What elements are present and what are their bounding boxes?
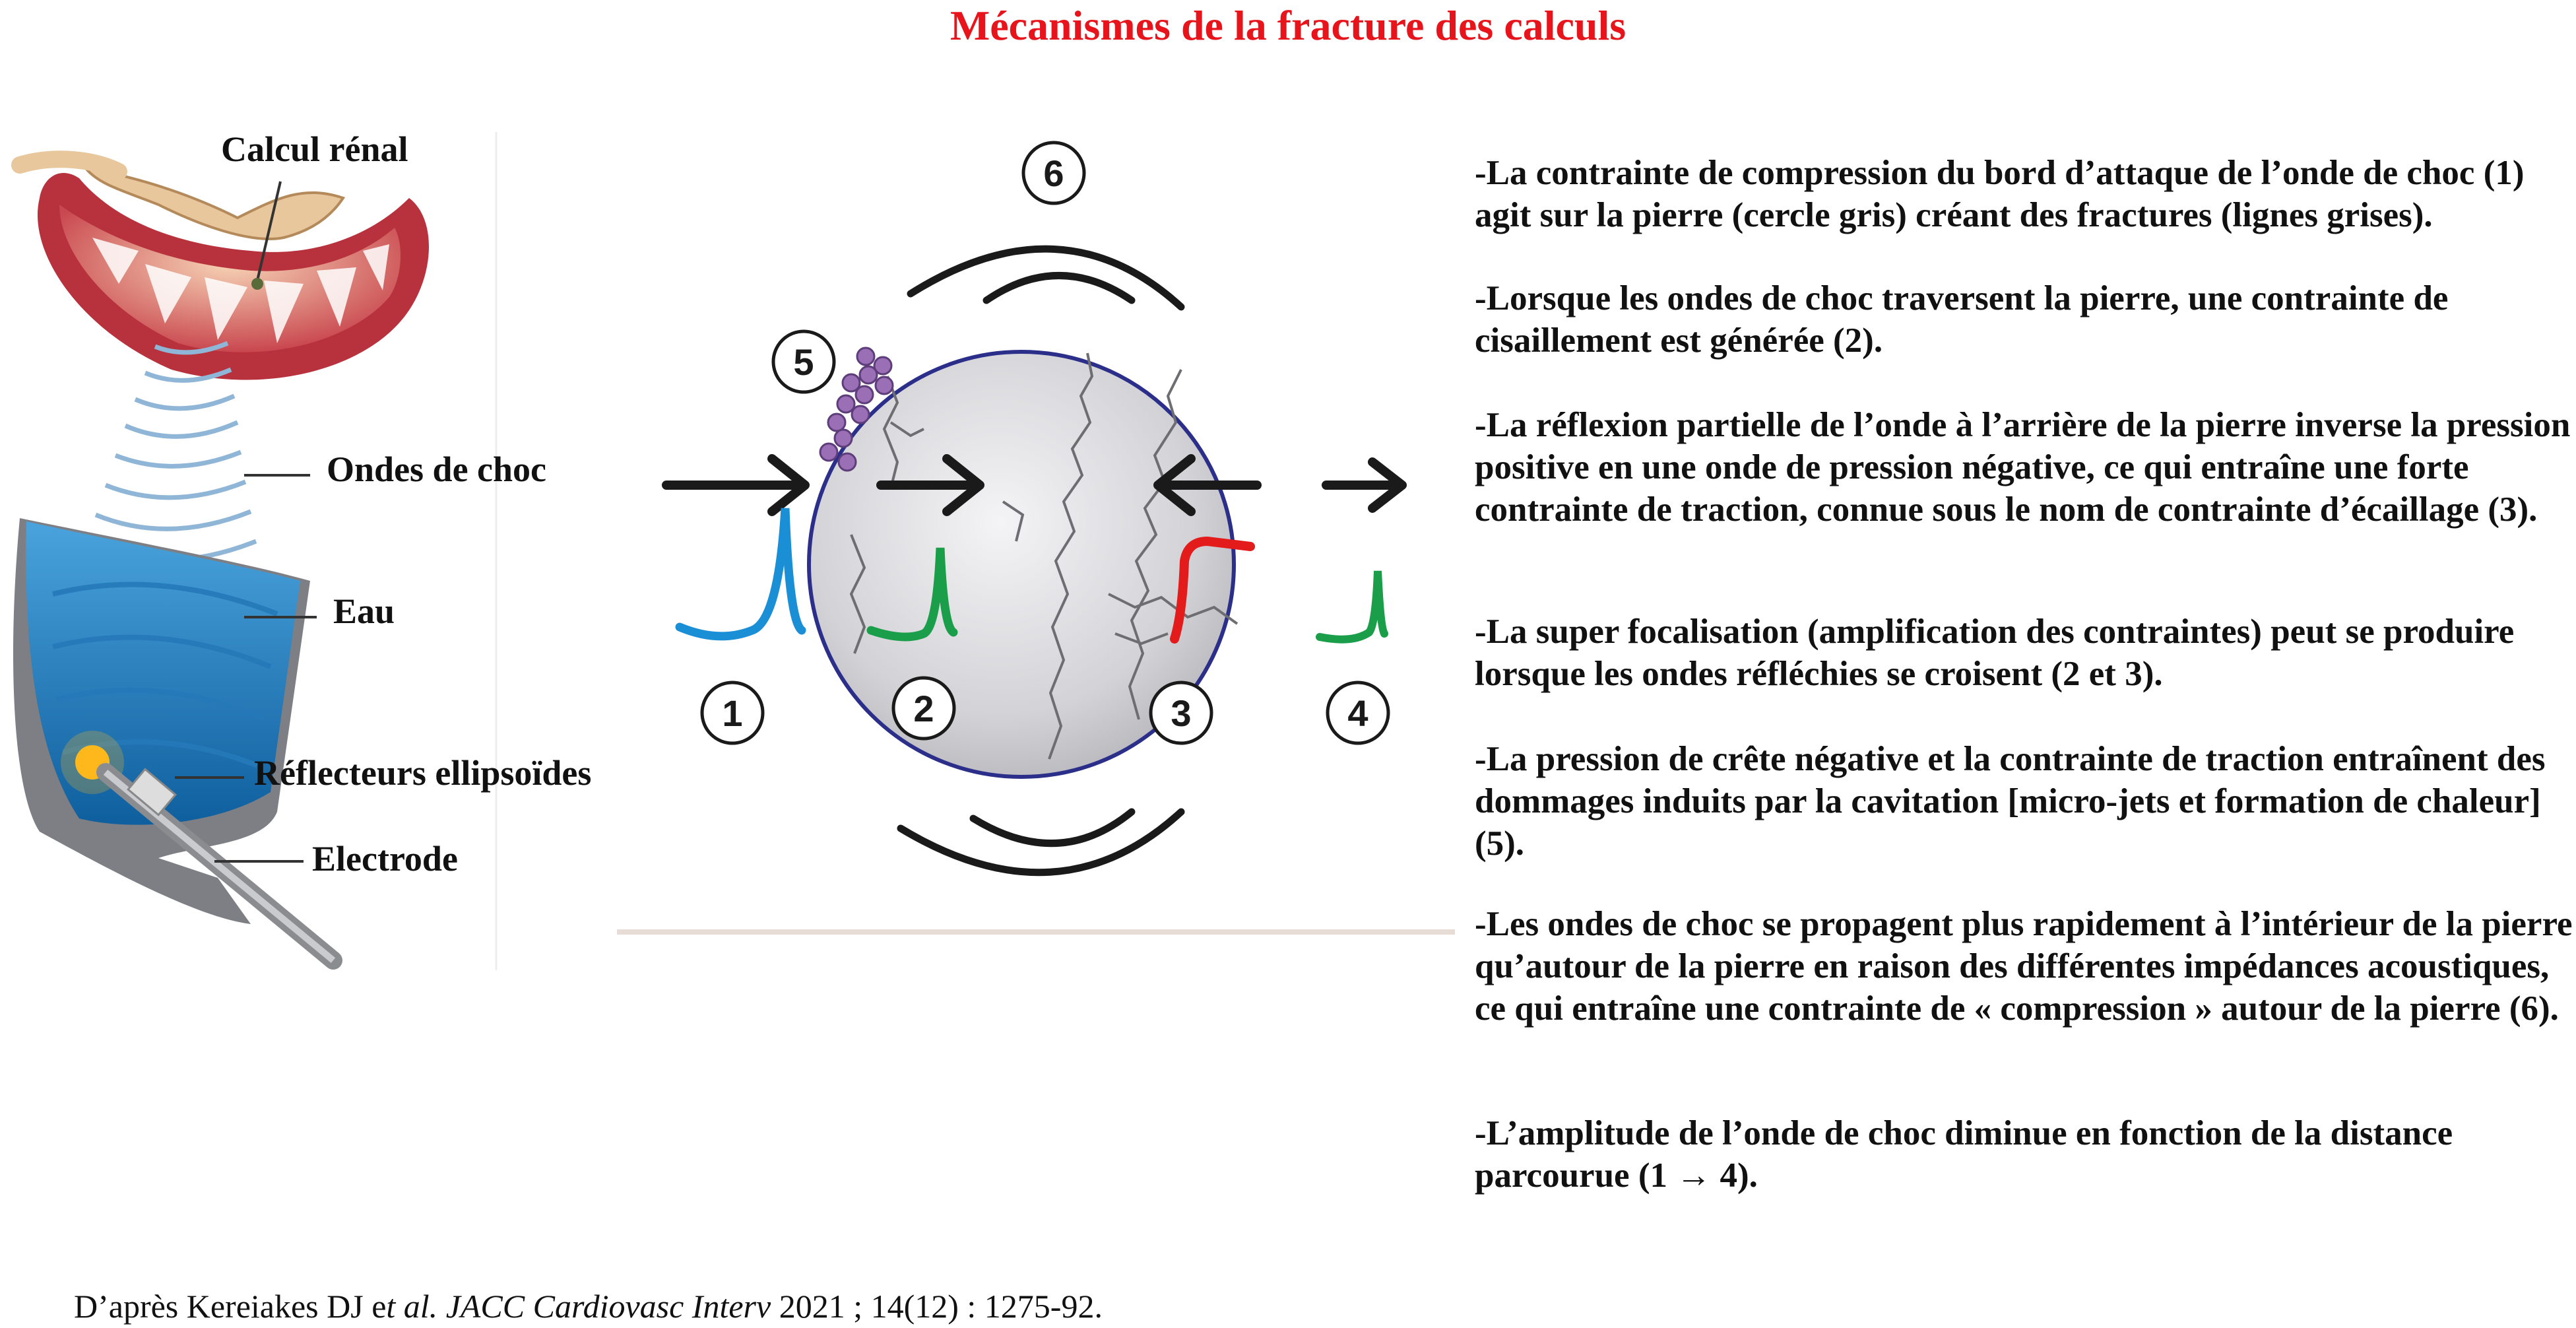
number-4: 4	[1347, 692, 1368, 734]
fracture-lines	[849, 352, 1239, 760]
citation-journal: JACC Cardiovasc Interv	[437, 1288, 771, 1325]
number-circle-4	[1326, 681, 1390, 745]
citation: D’après Kereiakes DJ et al. JACC Cardiov…	[74, 1287, 1103, 1325]
kidney-image	[11, 150, 430, 380]
number-circle-6	[1021, 141, 1086, 205]
waveform-4	[1316, 570, 1388, 644]
number-2: 2	[913, 688, 934, 729]
number-circle-1	[700, 681, 765, 745]
number-circle-3	[1149, 681, 1213, 745]
paragraph-1: -La contrainte de compression du bord d’…	[1475, 154, 2525, 234]
paragraph-4: -La super focalisation (amplification de…	[1475, 613, 2515, 693]
label-ondes-de-choc: Ondes de choc	[327, 449, 547, 489]
number-3: 3	[1171, 692, 1191, 734]
label-electrode: Electrode	[312, 839, 458, 879]
waveform-2	[866, 547, 958, 642]
paragraph-6: -Les ondes de choc se propagent plus rap…	[1475, 905, 2573, 1028]
label-calcul-renal: Calcul rénal	[221, 129, 408, 169]
number-circle-2	[891, 676, 956, 741]
waveform-3	[1170, 536, 1255, 644]
paragraph-2: -Lorsque les ondes de choc traversent la…	[1475, 279, 2449, 360]
number-circles	[700, 141, 1390, 745]
citation-prefix: D’après Kereiakes DJ e	[74, 1288, 387, 1325]
paragraph-3: -La réflexion partielle de l’onde à l’ar…	[1475, 406, 2571, 529]
compression-arcs	[897, 245, 1185, 877]
paragraph-5: -La pression de crête négative et la con…	[1475, 740, 2546, 863]
label-eau: Eau	[333, 591, 395, 631]
citation-rest: 2021 ; 14(12) : 1275-92.	[771, 1288, 1103, 1325]
stone-circle	[807, 350, 1236, 779]
number-circle-5	[771, 329, 836, 394]
page-title: Mécanismes de la fracture des calculs	[950, 2, 1626, 49]
label-reflecteurs: Réflecteurs ellipsoïdes	[254, 753, 592, 793]
number-1: 1	[722, 692, 742, 734]
waveform-1	[675, 508, 806, 641]
citation-etal: t al.	[386, 1288, 438, 1325]
number-5: 5	[793, 341, 814, 383]
paragraph-7: -L’amplitude de l’onde de choc diminue e…	[1475, 1114, 2453, 1195]
stone-mechanics-illustration: 1 2 3 4 5 6	[617, 141, 1455, 935]
shock-arrows	[662, 454, 1407, 516]
cavitation-bubbles	[819, 347, 894, 472]
lithotripter-illustration	[11, 132, 498, 970]
number-6: 6	[1043, 152, 1064, 194]
reflector-image	[13, 518, 342, 970]
